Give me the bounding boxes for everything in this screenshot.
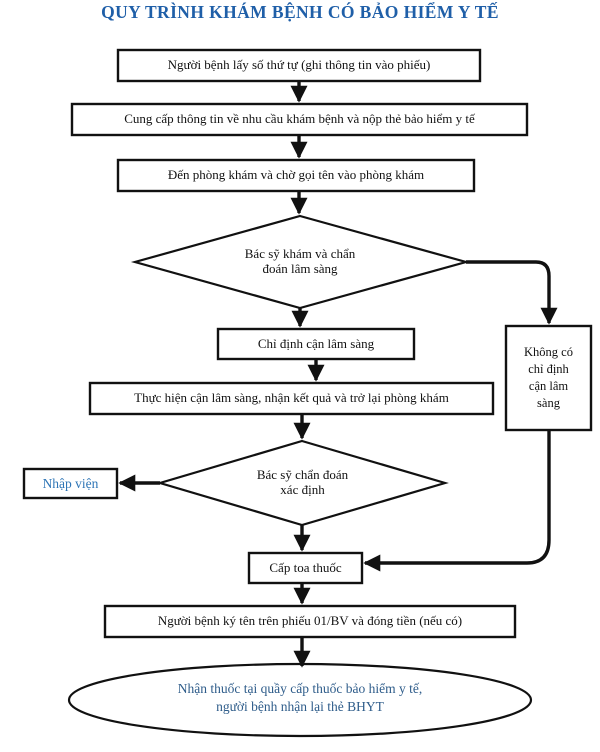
node-n5-shape [216,327,416,361]
node-n7-label: Không có chỉ định cận lâm sàng [506,326,591,430]
node-n9-label: Nhập viện [42,475,99,491]
node-n3-shape [116,158,476,193]
node-n4-label: Bác sỹ khám và chẩn đoán lâm sàng [185,234,415,290]
page-title: QUY TRÌNH KHÁM BỆNH CÓ BẢO HIỂM Y TẾ [101,2,499,22]
node-n7-shape [504,324,593,432]
node-n11-shape [103,604,517,639]
node-n6-shape [88,381,495,416]
node-n1-shape [116,48,482,83]
node-n3-label: Đến phòng khám và chờ gọi tên vào phòng … [167,167,425,183]
node-n10-shape [247,551,364,585]
node-n7-line-4: sàng [537,395,560,410]
node-n12-line-1: Nhận thuốc tại quầy cấp thuốc bảo hiểm y… [177,680,423,696]
node-n11-label: Người bệnh ký tên trên phiếu 01/BV và đó… [157,613,463,629]
node-n6-label: Thực hiện cận lâm sàng, nhận kết quả và … [134,390,449,406]
node-n12-label: Nhận thuốc tại quầy cấp thuốc bảo hiểm y… [100,674,500,722]
node-n7-line-1: Không có [524,345,573,360]
node-n5-label: Chỉ định cận lâm sàng [257,335,375,351]
node-n1-label: Người bệnh lấy số thứ tự (ghi thông tin … [167,57,431,73]
node-n4-line-1: Bác sỹ khám và chẩn [244,246,356,262]
node-n8-label: Bác sỹ chẩn đoán xác định [200,455,405,511]
node-n7-line-2: chỉ định [528,362,569,377]
node-n4-line-2: đoán lâm sàng [262,261,338,276]
node-n9-shape [22,467,119,500]
edge-n4-n7 [466,260,558,325]
node-n8-line-2: xác định [280,482,325,497]
node-n2-label: Cung cấp thông tin về nhu cầu khám bệnh … [124,111,475,127]
node-n8-line-1: Bác sỹ chẩn đoán [256,467,349,483]
node-n10-label: Cấp toa thuốc [269,559,342,575]
node-n12-line-2: người bệnh nhận lại thẻ BHYT [216,699,384,714]
node-n7-line-3: cận lâm [528,379,569,393]
edge-n7-n10 [363,430,551,572]
